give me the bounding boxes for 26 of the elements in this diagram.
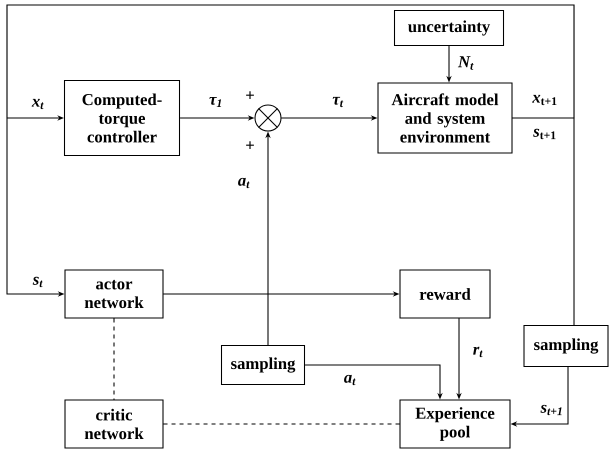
sampling-box: sampling	[220, 344, 306, 386]
signal-label: +	[246, 141, 254, 150]
signal-label: r$_{t}$	[473, 346, 483, 358]
network-box: actor network	[64, 269, 164, 319]
pool-box: Experience pool	[399, 399, 511, 449]
uncertainty-box: uncertainty	[394, 10, 504, 46]
plant-box: Aircraft model and system environment	[377, 82, 513, 154]
summing-junction	[254, 104, 282, 132]
network-box: critic network	[64, 399, 164, 449]
dashed-line	[113, 318, 115, 400]
signal-label: a$_{t}$	[238, 178, 250, 188]
line	[512, 117, 575, 325]
signal-label: s$_{t+1}$	[540, 404, 562, 416]
signal-label: +	[246, 91, 254, 100]
controller-box: Computed-torque controller	[64, 80, 180, 156]
signal-label: τ$_{t}$	[332, 96, 344, 108]
signal-label: τ$_{1}$	[209, 96, 222, 108]
signal-label: a$_{t}$	[344, 374, 356, 386]
signal-label: N$_{t}$	[458, 56, 474, 70]
reward-box: reward	[399, 269, 491, 319]
signal-label: s$_{t}$	[32, 276, 43, 288]
dashed-line	[164, 423, 400, 425]
signal-label: s$_{t+1}$	[533, 128, 556, 140]
signal-label: x$_{t+1}$	[532, 94, 556, 106]
sampling-box: sampling	[523, 324, 609, 368]
signal-label: x$_{t}$	[32, 98, 44, 110]
